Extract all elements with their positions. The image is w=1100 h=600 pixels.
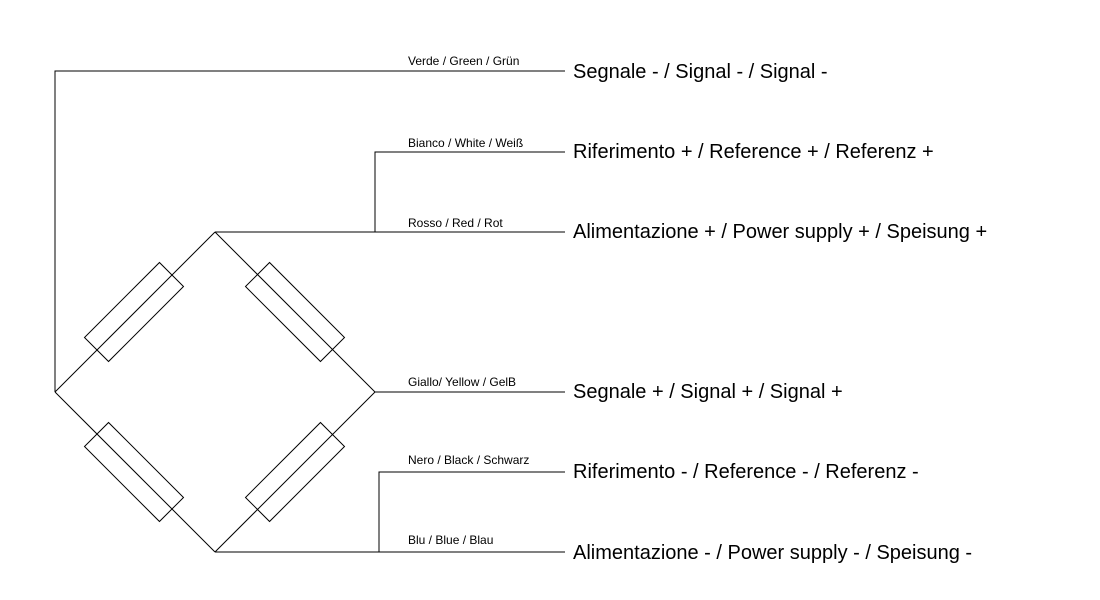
bridge-arm-bottom-left <box>54 391 216 553</box>
strain-gauge-top-left <box>83 261 185 363</box>
strain-gauge-bottom-right <box>244 421 346 523</box>
signal-label-reference-positive: Riferimento + / Reference + / Referenz + <box>573 141 934 163</box>
signal-label-signal-negative: Segnale - / Signal - / Signal - <box>573 61 828 83</box>
signal-label-reference-negative: Riferimento - / Reference - / Referenz - <box>573 461 919 483</box>
bridge-arm-top-right <box>214 231 376 393</box>
wire-label-green: Verde / Green / Grün <box>408 54 520 68</box>
wire-label-white: Bianco / White / Weiß <box>408 136 524 150</box>
wire-green <box>54 70 565 392</box>
wire-label-yellow: Giallo/ Yellow / GelB <box>408 375 517 389</box>
wire-label-red: Rosso / Red / Rot <box>408 216 503 230</box>
signal-label-signal-positive: Segnale + / Signal + / Signal + <box>573 381 843 403</box>
signal-label-supply-negative: Alimentazione - / Power supply - / Speis… <box>573 542 973 564</box>
bridge-arm-top-left <box>54 231 216 393</box>
wire-white <box>374 151 565 232</box>
wire-black <box>378 471 565 552</box>
strain-gauge-top-right <box>244 261 346 363</box>
wire-label-black: Nero / Black / Schwarz <box>408 453 530 467</box>
wire-label-blue: Blu / Blue / Blau <box>408 533 494 547</box>
strain-gauge-bottom-left <box>83 421 185 523</box>
signal-label-supply-positive: Alimentazione + / Power supply + / Speis… <box>573 221 988 243</box>
bridge-arm-bottom-right <box>214 391 376 553</box>
